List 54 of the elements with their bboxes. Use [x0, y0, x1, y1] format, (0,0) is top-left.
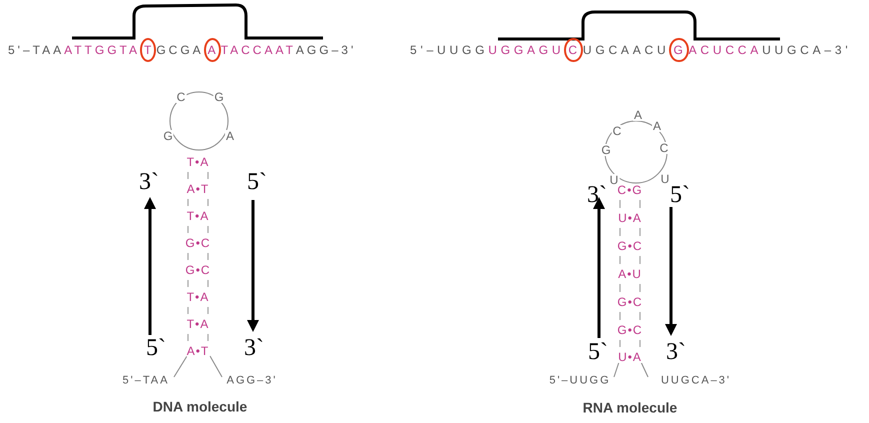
figure-caption: DNA molecule — [152, 398, 248, 416]
base-pair: A•U — [618, 268, 642, 280]
base-pair: A•T — [186, 183, 210, 195]
sequence-text: G — [669, 38, 689, 62]
base-pair: U•A — [618, 351, 642, 363]
base-pair: T•A — [186, 318, 210, 330]
sequence-text: AGG–3' — [226, 376, 278, 386]
base-pair: T•A — [186, 291, 210, 303]
sequence-text: TACCAAT — [220, 42, 296, 59]
nucleotide-letter: U — [660, 173, 670, 185]
strand-end-label: 5` — [247, 170, 267, 194]
base-pair: G•C — [617, 296, 643, 308]
nucleotide-letter: G — [213, 91, 225, 103]
strand-end-label: 3` — [244, 336, 264, 360]
base-pair: T•A — [186, 210, 210, 222]
nucleotide-letter: C — [658, 142, 670, 154]
base-pair: C•G — [617, 184, 643, 196]
sequence-text: AGG–3' — [296, 42, 356, 59]
strand-end-label: 5` — [670, 183, 690, 207]
base-pair: G•C — [185, 237, 211, 249]
sequence-text: T — [140, 38, 156, 62]
nucleotide-letter: C — [612, 125, 622, 137]
sequence-text: A — [204, 38, 221, 62]
strand-end-label: 3` — [666, 340, 686, 364]
strand-end-label: 3` — [139, 170, 159, 194]
strand-end-label: 3` — [587, 183, 607, 207]
nucleotide-letter: G — [162, 130, 174, 142]
sequence-text: UGGAGU — [488, 42, 564, 59]
nucleotide-letter: C — [176, 91, 186, 103]
strand-end-label: 5` — [588, 340, 608, 364]
sequence-text: 5'–UUGG — [410, 42, 488, 59]
sequence-text: UUGCA–3' — [660, 376, 732, 386]
sequence-text: UGCAACU — [582, 42, 670, 59]
nucleotide-letter: U — [608, 174, 620, 186]
sequence-text: 5'–TAA — [122, 376, 170, 386]
nucleotide-letter: A — [652, 120, 662, 132]
nucleotide-letter: A — [225, 130, 235, 142]
base-pair: U•A — [618, 212, 642, 224]
base-pair: T•A — [186, 156, 210, 168]
sequence-text: UUGCA–3' — [762, 42, 852, 59]
nucleotide-letter: G — [600, 144, 612, 156]
base-pair: G•C — [617, 240, 643, 252]
figure-caption: RNA molecule — [582, 398, 678, 418]
base-pair: G•C — [617, 324, 643, 336]
sequence-text: ATTGGTA — [64, 42, 140, 59]
sequence-text: C — [564, 38, 583, 62]
sequence-text: 5'–TAA — [8, 42, 64, 59]
nucleotide-letter: A — [633, 109, 643, 121]
strand-end-label: 5` — [146, 336, 166, 360]
base-pair: A•T — [186, 345, 210, 357]
sequence-text: 5'–UUGG — [549, 376, 611, 386]
base-pair: G•C — [185, 264, 211, 276]
sequence-text: ACUCCA — [688, 42, 762, 59]
sequence-text: GCGA — [156, 42, 204, 59]
